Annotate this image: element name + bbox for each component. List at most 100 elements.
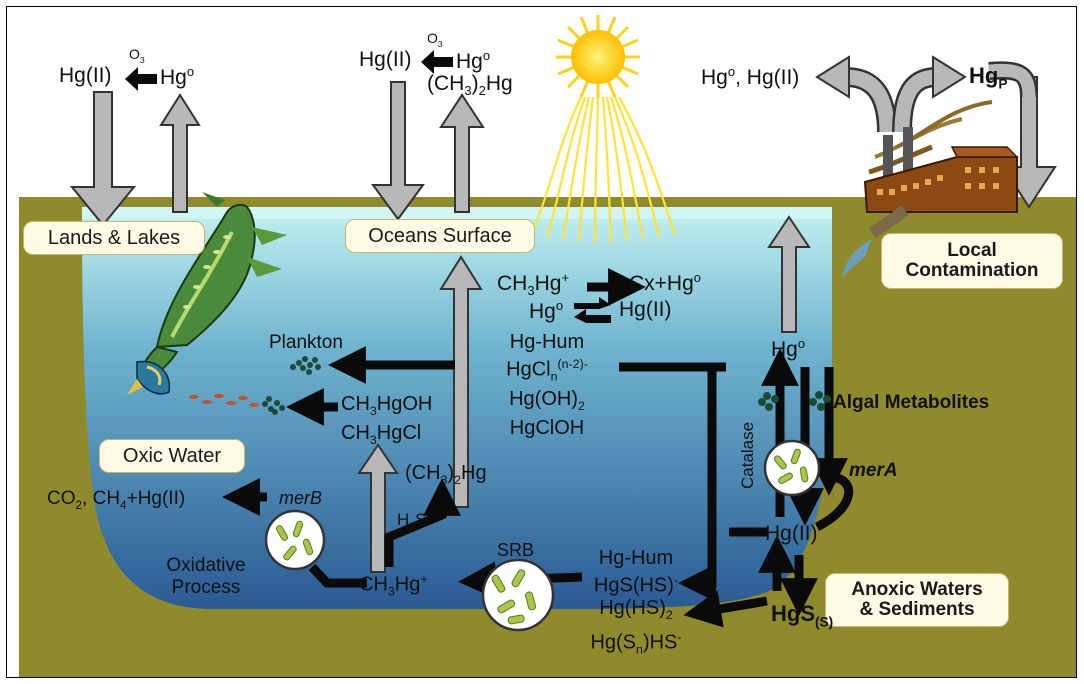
sup-o: o [555,298,564,313]
ch-sub: 3 [369,404,377,418]
hgoh-text: Hg(OH) [509,387,578,410]
hg2-text: , Hg(II) [735,66,800,89]
sup-o: o [693,270,702,285]
methylmercury-sediment: CH3Hg+ [359,573,428,598]
hgsn-sub: n [636,642,643,657]
hg-text: Hg [701,66,728,89]
hgcl-n: HgCln(n-2)- [487,353,607,388]
methylmercury-species: CH3HgOH CH3HgCl [341,393,432,451]
hg2-text: +Hg(II) [126,488,186,509]
hgsn-tail: )HS [642,631,678,654]
sup-o: o [186,64,195,79]
hg-sn-hs: Hg(Sn)HS- [581,626,691,661]
dimethyl-sub: 3 [464,83,472,99]
hg-text: Hg [160,66,187,89]
dm-sub: 3 [440,473,448,487]
hgs-text: HgS [771,601,815,626]
microbe-srb [481,558,555,632]
oceans-surface-label: Oceans Surface [345,219,535,253]
hgp-sub: P [998,76,1008,92]
dm-sub2: 2 [454,473,462,487]
hgs-text: HgS(HS) [593,574,674,597]
dm-c: Hg [461,462,487,484]
hgsn-sup: - [677,629,682,644]
anoxic-line-2: & Sediments [859,599,975,620]
hg-hum: Hg-Hum [509,331,585,353]
cx-text: Cx+Hg [629,272,694,295]
prey-fish-icon [127,360,171,395]
hg-text: Hg [771,338,798,361]
hg2-right: Hg(II) [765,522,818,545]
top-right-hg-species: Hgo, Hg(II) [701,65,799,88]
ch-sub: 4 [120,498,127,512]
emission-arrow-oceans [439,93,485,213]
hg-oh2: Hg(OH)2 [487,388,607,417]
microbe-merA [763,439,821,497]
algae-clusters [758,391,831,411]
h2s-label: H2S [397,511,426,532]
hg0-upward-arrow [767,215,811,333]
dm-b: ) [447,462,455,484]
inorganic-hg-complexes: Hg-Hum HgCln(n-2)- Hg(OH)2 HgClOH [487,331,607,439]
ozone-arrow-left [125,67,157,91]
oxidative-line-1: Oxidative [166,555,246,576]
deposition-arrow-oceans [371,81,425,221]
local-contamination-label: Local Contamination [881,233,1063,289]
emission-arrow-lands [159,93,201,213]
top-left-hg2: Hg(II) [59,64,112,87]
ch3hgcl: CH3HgCl [341,422,432,451]
dimethyl-c: Hg [485,72,513,95]
equilibrium-arrows [574,297,611,323]
factory-icon [842,100,1019,277]
top-left-o3: O3 [129,47,145,64]
hg-text: Hg [456,50,483,73]
plankton-label: Plankton [269,332,343,353]
local-line-2: Contamination [905,260,1039,281]
dimethyl-b: ) [471,72,479,95]
ch-sub: 3 [387,584,395,599]
mercury-cycle-illustration [19,15,1076,677]
anoxic-waters-label: Anoxic Waters & Sediments [825,573,1009,627]
ch-text: CH [341,393,370,415]
hg-text: Hg [394,573,421,596]
black-flow-arrows [222,268,854,628]
hg-hs2: Hg(HS)2 [581,597,691,626]
sup-o: o [482,48,491,63]
hgcl-sup: (n-2)- [557,357,588,371]
plus-sup: + [420,572,428,586]
top-center-dimethyl-hg: (CH3)2Hg [427,73,513,97]
ch-text: CH [359,573,388,596]
plankton-cluster [290,356,321,375]
mera-label: merA [849,460,898,481]
hgp-text: Hg [969,63,999,88]
o3-sub: 3 [139,54,145,65]
hgoh-sub: 2 [577,398,585,413]
hgoh-tail: HgOH [376,393,433,415]
hgsn-text: Hg(S [590,631,637,654]
hgcl-sub: n [550,369,558,384]
methylmercury-photodegradation: CH3Hg+ [497,271,569,297]
co2-ch4-products: CO2, CH4+Hg(II) [47,489,185,512]
co-text: CO [47,488,76,509]
hgs-solid: HgS(S) [771,603,833,629]
hgs-hs: HgS(HS)- [581,569,691,597]
catalase-label: Catalase [738,421,757,489]
deposition-arrow-lands [69,91,137,227]
top-left-hg0: Hgo [160,65,194,88]
o3-text: O [129,46,140,62]
hgcloh: HgClOH [509,416,585,439]
s-text: S [415,510,427,529]
srb-label: SRB [497,540,535,560]
hghs-text: Hg(HS) [599,596,666,619]
hg0-right: Hgo [771,337,805,360]
ch3-text: CH [497,272,528,295]
microbe-merB [264,509,326,571]
hg2-equilibrium: Hg(II) [619,298,672,321]
dimethylmercury-water: (CH3)2Hg [405,463,487,486]
sunlight-rays [529,96,677,244]
hgcl-text: HgCl [506,358,551,381]
sulfide-complexes: Hg-Hum HgS(HS)- Hg(HS)2 Hg(Sn)HS- [581,547,691,660]
sup-o: o [797,336,806,351]
o3-sub: 3 [437,38,443,49]
hgs-sub: (S) [815,614,834,630]
